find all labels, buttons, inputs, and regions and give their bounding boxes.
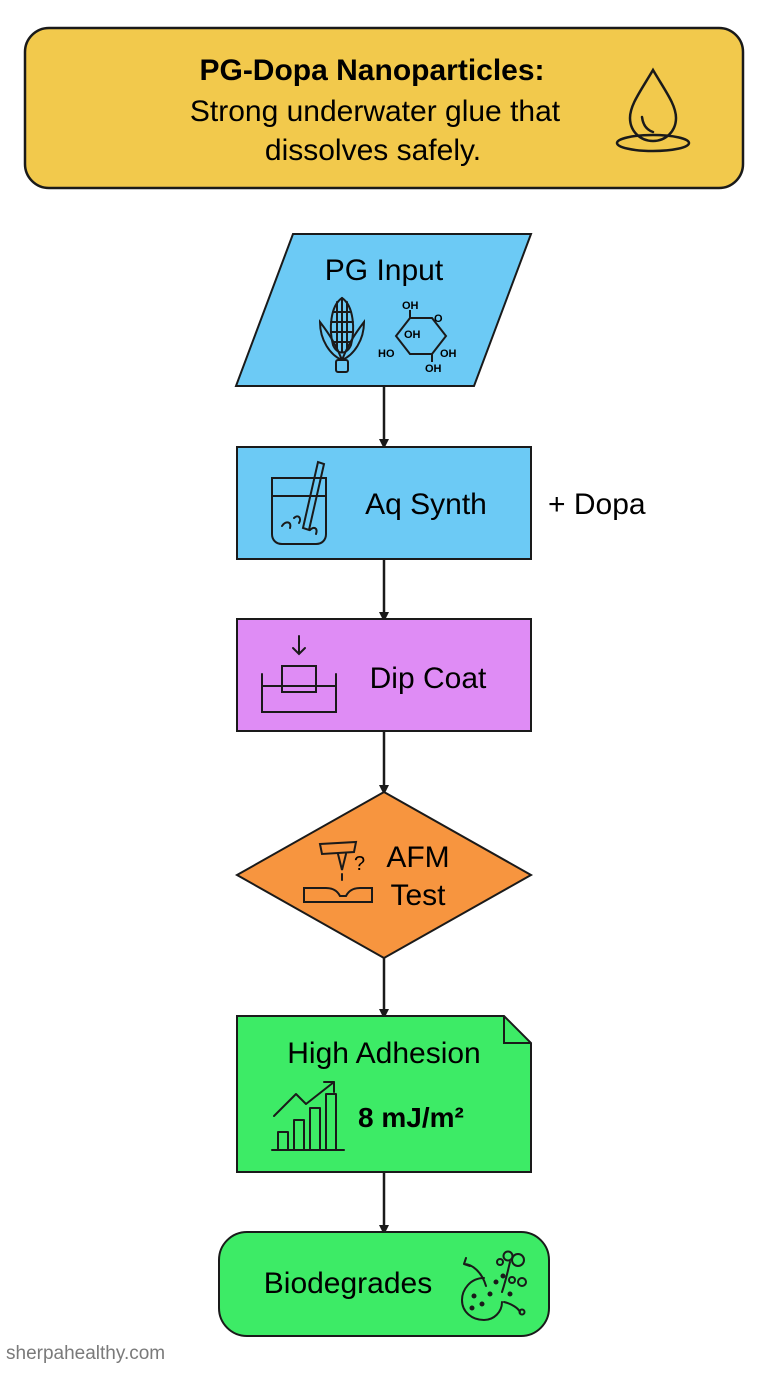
step-afm-test: AFM Test ?	[234, 790, 534, 960]
header-subtitle-line1: Strong underwater glue that	[190, 95, 561, 128]
afm-probe-icon	[303, 840, 373, 903]
svg-text:OH: OH	[404, 329, 421, 341]
adhesion-value: 8 mJ/m²	[358, 1102, 464, 1133]
svg-text:HO: HO	[378, 348, 395, 360]
degrading-particle-icon	[460, 1250, 527, 1322]
pg-input-label: PG Input	[325, 254, 444, 287]
svg-text:OH: OH	[402, 300, 419, 312]
dopa-side-note: + Dopa	[548, 488, 646, 521]
glucose-molecule-icon: OH O OH HO OH OH	[378, 300, 457, 375]
dip-tank-icon	[261, 635, 337, 713]
dip-coat-label: Dip Coat	[370, 662, 487, 695]
header-title: PG-Dopa Nanoparticles:	[199, 54, 544, 87]
step-high-adhesion: High Adhesion 8 mJ/m²	[236, 1015, 532, 1173]
aq-synth-label: Aq Synth	[365, 488, 487, 521]
afm-test-label-line2: Test	[390, 879, 446, 912]
step-biodegrades: Biodegrades	[218, 1231, 550, 1337]
header-box: PG-Dopa Nanoparticles: Strong underwater…	[23, 26, 745, 190]
water-drop-icon	[615, 67, 691, 153]
step-pg-input: PG Input OH O OH HO OH OH	[234, 233, 533, 387]
watermark: sherpahealthy.com	[6, 1343, 166, 1364]
step-aq-synth: Aq Synth + Dopa	[236, 446, 646, 560]
afm-question-mark: ?	[354, 853, 365, 875]
bar-chart-up-icon	[271, 1081, 345, 1151]
afm-test-label-line1: AFM	[386, 841, 449, 874]
beaker-stir-icon	[271, 460, 327, 545]
step-dip-coat: Dip Coat	[236, 618, 532, 732]
corn-icon	[318, 296, 366, 373]
high-adhesion-label: High Adhesion	[287, 1037, 480, 1070]
svg-text:OH: OH	[440, 348, 457, 360]
svg-text:O: O	[434, 313, 443, 325]
biodegrades-label: Biodegrades	[264, 1267, 432, 1300]
header-subtitle-line2: dissolves safely.	[265, 134, 481, 167]
svg-text:OH: OH	[425, 363, 442, 375]
